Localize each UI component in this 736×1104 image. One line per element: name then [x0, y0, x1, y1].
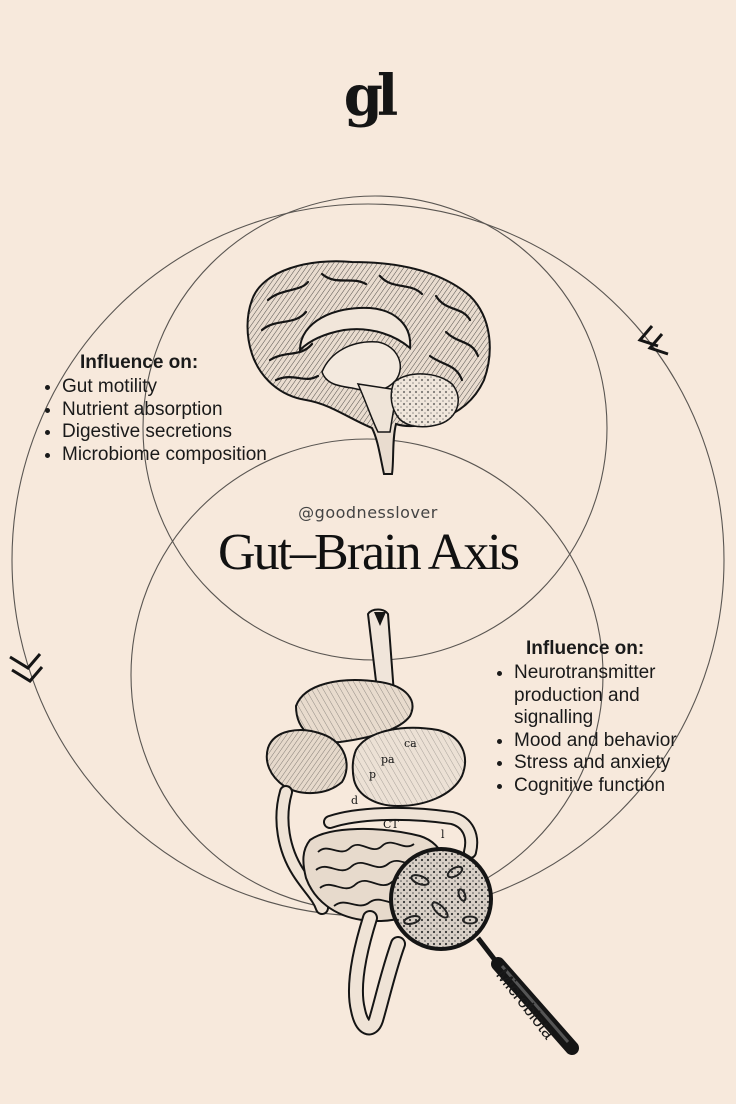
digestive-system-illustration: pa ca p d CT l	[267, 610, 471, 1028]
list-item: Microbiome composition	[62, 444, 272, 467]
list-item: Cognitive function	[514, 775, 724, 798]
organ-label-ca: ca	[404, 737, 417, 750]
organ-label-d: d	[351, 794, 358, 807]
list-item: Stress and anxiety	[514, 752, 724, 775]
double-chevron-arrow-icon	[640, 326, 668, 354]
organ-label-p: p	[369, 768, 376, 781]
list-item: Gut motility	[62, 376, 272, 399]
gut-influence-panel: Influence on: Neurotransmitter productio…	[494, 638, 724, 797]
gut-influence-heading: Influence on:	[526, 638, 724, 660]
brain-influence-heading: Influence on:	[80, 352, 272, 374]
list-item: Mood and behavior	[514, 730, 724, 753]
brain-influence-list: Gut motility Nutrient absorption Digesti…	[42, 376, 272, 466]
brand-logo: gl	[0, 68, 736, 124]
brain-illustration	[248, 261, 490, 474]
page-title: Gut–Brain Axis	[0, 523, 736, 583]
list-item: Neurotransmitter production and signalli…	[514, 662, 724, 730]
gut-influence-list: Neurotransmitter production and signalli…	[494, 662, 724, 797]
brain-influence-panel: Influence on: Gut motility Nutrient abso…	[42, 352, 272, 466]
organ-label-ct: CT	[383, 818, 399, 831]
organ-label-pa: pa	[381, 753, 395, 766]
organ-label-l: l	[441, 828, 445, 841]
list-item: Digestive secretions	[62, 421, 272, 444]
author-handle: @goodnesslover	[0, 503, 736, 522]
list-item: Nutrient absorption	[62, 399, 272, 422]
